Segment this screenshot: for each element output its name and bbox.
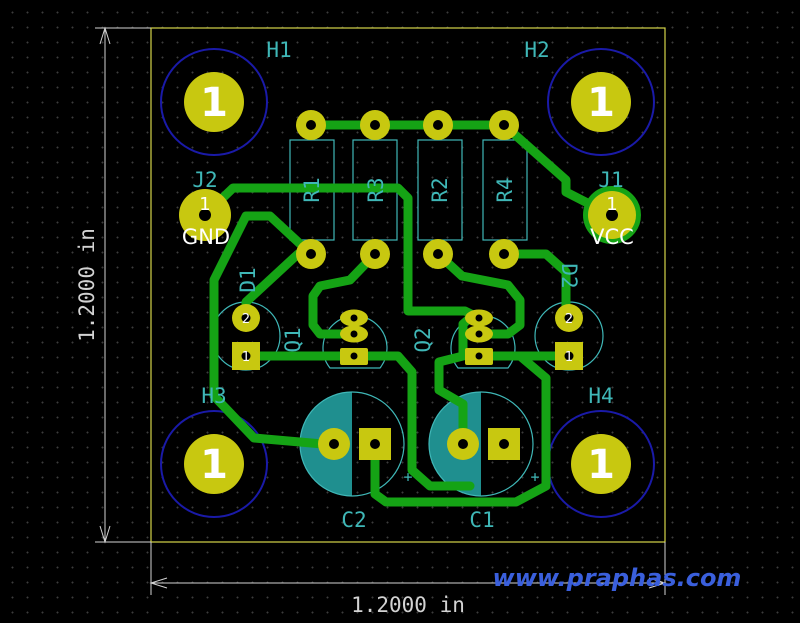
ref-h3: H3: [201, 384, 226, 408]
track-r1-loop: [209, 211, 339, 450]
pad-number-d1-2: 2: [242, 312, 250, 327]
pad-number-j2: 1: [199, 194, 210, 215]
ref-r2: R2: [428, 177, 452, 202]
pad-h2[interactable]: [571, 72, 631, 132]
track-r2-q2: [433, 249, 525, 339]
pad-number-h2: 1: [587, 80, 615, 126]
ref-r1: R1: [300, 177, 324, 202]
polarity-mark-c1: +: [530, 468, 539, 486]
pad-h3[interactable]: [184, 434, 244, 494]
vertical-dimension: [95, 26, 151, 544]
ref-c2: C2: [341, 508, 366, 532]
pad-number-d1-1: 1: [242, 350, 250, 365]
pad-j1-ring: [583, 186, 641, 244]
ref-h4: H4: [588, 384, 613, 408]
pad-number-j1: 1: [606, 194, 617, 215]
copper-tracks: [200, 120, 616, 507]
ref-d1: D1: [236, 267, 260, 292]
net-label-gnd: GND: [182, 225, 230, 249]
pad-number-d2-2: 2: [565, 312, 573, 327]
horizontal-dimension: [149, 542, 667, 595]
pad-h1[interactable]: [184, 72, 244, 132]
hole-ring-h1: [160, 48, 268, 156]
track-gnd: [200, 183, 484, 323]
polarity-mark-c2: +: [403, 468, 412, 486]
pad-number-d2-1: 1: [565, 350, 573, 365]
hole-ring-h2: [547, 48, 655, 156]
net-label-vcc: VCC: [590, 225, 634, 249]
mounting-hole-pads: [184, 72, 631, 494]
pad-h4[interactable]: [571, 434, 631, 494]
track-top-bus: [306, 120, 616, 220]
dimension-text-vertical: 1.2000 in: [75, 228, 99, 342]
ref-q2: Q2: [411, 327, 435, 352]
hole-ring-h3: [160, 410, 268, 518]
watermark-text: www.praphas.com: [493, 564, 742, 592]
ref-q1: Q1: [281, 327, 305, 352]
track-r4-d2: [499, 249, 571, 323]
board-edge-outline: [150, 27, 666, 543]
pad-number-h1: 1: [200, 80, 228, 126]
pad-number-h3: 1: [200, 442, 228, 488]
track-q1-c1: [349, 351, 475, 491]
ref-d2: D2: [557, 263, 581, 288]
ref-j1: J1: [598, 168, 623, 192]
ref-h1: H1: [266, 38, 291, 62]
drill-holes: [199, 120, 618, 449]
ref-c1: C1: [469, 508, 494, 532]
pad-number-h4: 1: [587, 442, 615, 488]
ref-r4: R4: [493, 177, 517, 202]
ref-h2: H2: [524, 38, 549, 62]
track-r3-q1: [308, 249, 380, 339]
dimension-text-horizontal: 1.2000 in: [351, 593, 465, 617]
ref-r3: R3: [364, 177, 388, 202]
ref-j2: J2: [192, 168, 217, 192]
